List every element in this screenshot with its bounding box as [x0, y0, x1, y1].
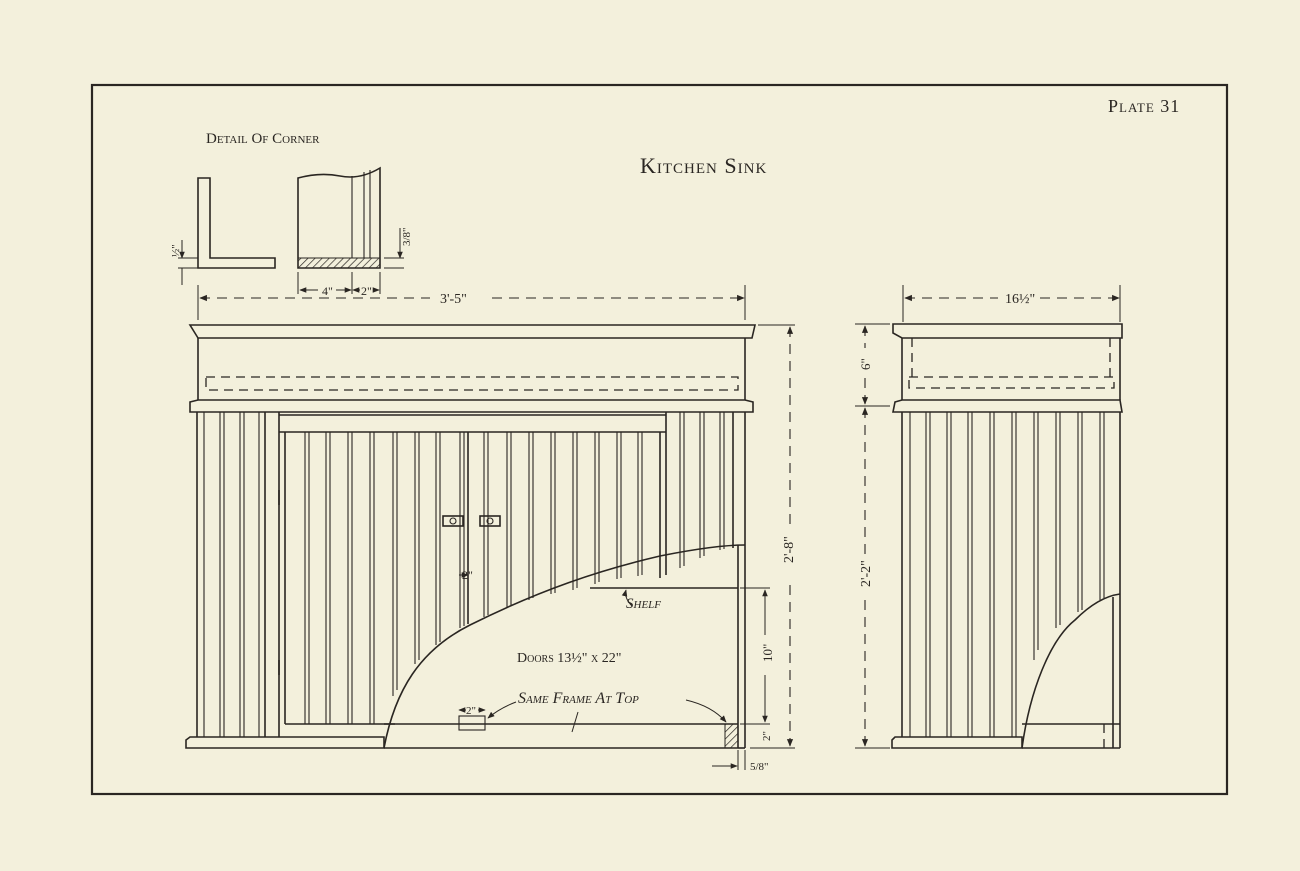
same-frame-label: Same Frame At Top [518, 690, 639, 707]
detail-heading: Detail Of Corner [206, 131, 320, 147]
corner-detail: ½" 3/8" 4" 2" [170, 166, 413, 298]
overall-width-label: 3'-5" [440, 292, 467, 307]
drawing-title: Kitchen Sink [640, 153, 767, 178]
doors-label: Doors 13½" x 22" [517, 651, 621, 666]
frame-2-label: 2" [466, 705, 476, 717]
total-height-label: 2'-8" [782, 536, 797, 563]
shelf-height-label: 10" [760, 644, 775, 662]
foot-label: 5/8" [750, 761, 769, 773]
plate-border [90, 83, 1229, 796]
corner-half-label: ½" [170, 244, 182, 257]
corner-38-label: 3/8" [401, 227, 413, 246]
front-elevation: 3'-5" [185, 285, 797, 773]
shelf-label: Shelf [626, 596, 661, 612]
base-height-label: 2'-2" [859, 560, 874, 587]
corner-2-label: 2" [361, 284, 372, 298]
top-height-label: 6" [858, 358, 873, 370]
corner-4-label: 4" [322, 284, 333, 298]
plate-number: Plate 31 [1108, 96, 1180, 116]
side-elevation: 16½" [855, 285, 1123, 749]
bottom-rail-label: 2" [761, 731, 773, 741]
side-depth-label: 16½" [1005, 292, 1035, 307]
